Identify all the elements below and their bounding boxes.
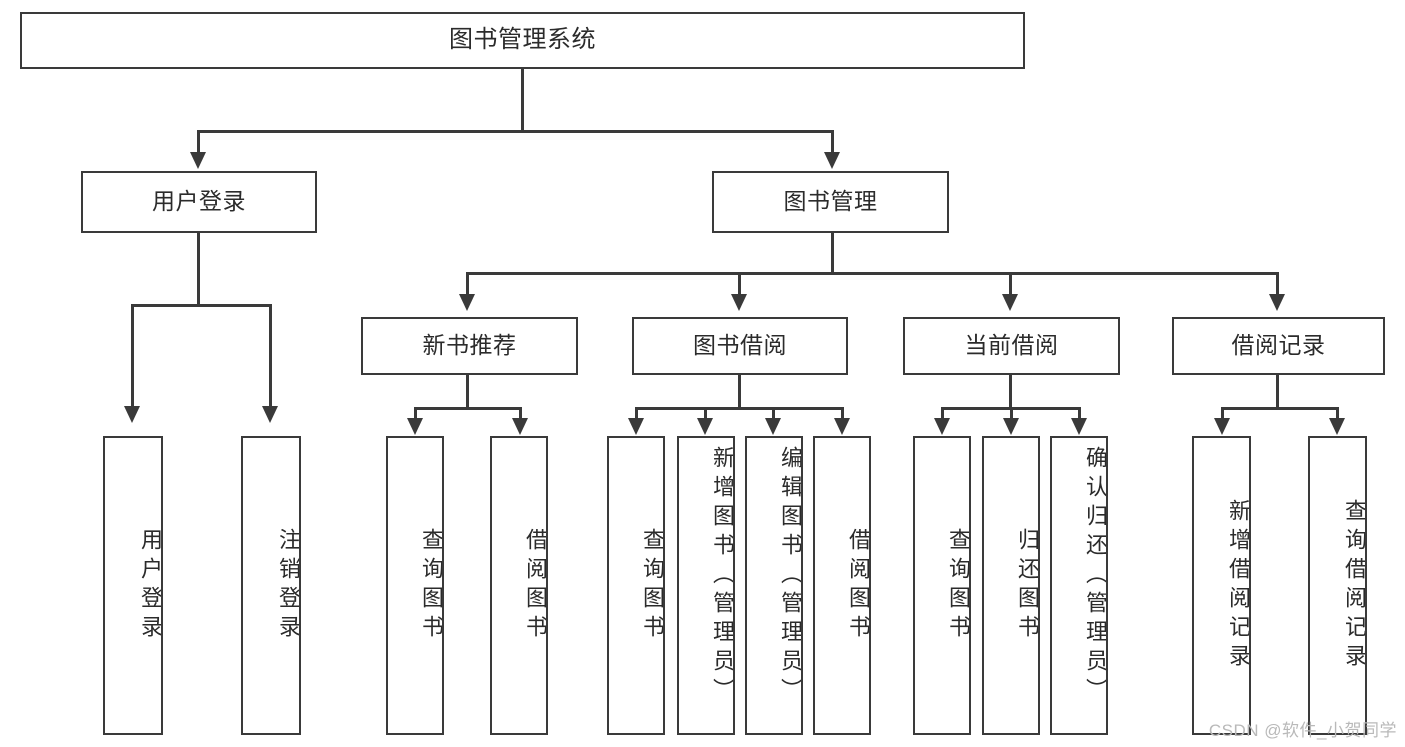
connector-bb-drop-3 [772, 407, 775, 421]
node-book-management[interactable]: 图书管理 [712, 171, 949, 233]
leaf-cb-query-book[interactable]: 查询图书 [913, 436, 971, 735]
connector-nb-drop-2 [519, 407, 522, 421]
arrowhead-new-book [459, 294, 475, 311]
leaf-nb-query-book[interactable]: 查询图书 [386, 436, 444, 735]
arrowhead-user-login [190, 152, 206, 169]
connector-user-login-drop-1 [131, 304, 134, 409]
arrowhead-nb-leaf-1 [407, 418, 423, 435]
connector-root-bus [197, 130, 834, 133]
connector-bb-drop-4 [841, 407, 844, 421]
arrowhead-cb-leaf-1 [934, 418, 950, 435]
leaf-label: 确认归还（管理员） [1083, 446, 1108, 707]
node-borrow-record[interactable]: 借阅记录 [1172, 317, 1385, 375]
leaf-label: 查询图书 [419, 527, 444, 644]
arrowhead-leaf-logout [262, 406, 278, 423]
connector-br-drop-2 [1336, 407, 1339, 421]
node-new-book-recommend[interactable]: 新书推荐 [361, 317, 578, 375]
leaf-label: 借阅图书 [523, 527, 548, 644]
leaf-br-query-record[interactable]: 查询借阅记录 [1308, 436, 1367, 735]
leaf-logout[interactable]: 注销登录 [241, 436, 301, 735]
connector-br-stem [1276, 375, 1279, 408]
leaf-label: 查询图书 [946, 527, 971, 644]
connector-cb-drop-2 [1010, 407, 1013, 421]
connector-cb-drop-1 [941, 407, 944, 421]
leaf-bb-add-book-admin[interactable]: 新增图书（管理员） [677, 436, 735, 735]
arrowhead-borrow-record [1269, 294, 1285, 311]
arrowhead-cb-leaf-3 [1071, 418, 1087, 435]
arrowhead-bb-leaf-3 [765, 418, 781, 435]
arrowhead-bb-leaf-1 [628, 418, 644, 435]
connector-bb-drop-1 [635, 407, 638, 421]
connector-bm-drop-new-book [466, 272, 469, 298]
leaf-label: 新增图书（管理员） [710, 446, 735, 707]
arrowhead-leaf-user-login [124, 406, 140, 423]
node-user-login[interactable]: 用户登录 [81, 171, 317, 233]
leaf-bb-query-book[interactable]: 查询图书 [607, 436, 665, 735]
leaf-br-add-record[interactable]: 新增借阅记录 [1192, 436, 1251, 735]
connector-bb-bus [635, 407, 843, 410]
connector-bb-stem [738, 375, 741, 408]
arrowhead-br-leaf-1 [1214, 418, 1230, 435]
node-book-borrow[interactable]: 图书借阅 [632, 317, 848, 375]
connector-nb-bus [414, 407, 522, 410]
arrowhead-current-borrow [1002, 294, 1018, 311]
leaf-label: 新增借阅记录 [1226, 498, 1251, 673]
node-current-borrow[interactable]: 当前借阅 [903, 317, 1120, 375]
leaf-label: 注销登录 [276, 527, 301, 644]
connector-root-stem [521, 69, 524, 131]
connector-nb-stem [466, 375, 469, 408]
connector-bb-drop-2 [704, 407, 707, 421]
connector-user-login-bus [131, 304, 271, 307]
connector-nb-drop-1 [414, 407, 417, 421]
leaf-cb-confirm-return-admin[interactable]: 确认归还（管理员） [1050, 436, 1108, 735]
arrowhead-book-mgmt [824, 152, 840, 169]
connector-root-to-book-mgmt [831, 130, 834, 158]
connector-bm-drop-book-borrow [738, 272, 741, 298]
arrowhead-cb-leaf-2 [1003, 418, 1019, 435]
leaf-cb-return-book[interactable]: 归还图书 [982, 436, 1040, 735]
connector-cb-drop-3 [1078, 407, 1081, 421]
leaf-label: 借阅图书 [846, 527, 871, 644]
connector-bm-drop-current-borrow [1009, 272, 1012, 298]
connector-cb-stem [1009, 375, 1012, 408]
connector-br-drop-1 [1221, 407, 1224, 421]
leaf-label: 归还图书 [1015, 527, 1040, 644]
leaf-label: 用户登录 [138, 527, 163, 644]
arrowhead-bb-leaf-2 [697, 418, 713, 435]
leaf-label: 查询图书 [640, 527, 665, 644]
leaf-bb-edit-book-admin[interactable]: 编辑图书（管理员） [745, 436, 803, 735]
connector-user-login-stem [197, 233, 200, 305]
arrowhead-book-borrow [731, 294, 747, 311]
leaf-label: 查询借阅记录 [1342, 498, 1367, 673]
connector-br-bus [1221, 407, 1339, 410]
leaf-user-login[interactable]: 用户登录 [103, 436, 163, 735]
arrowhead-nb-leaf-2 [512, 418, 528, 435]
leaf-label: 编辑图书（管理员） [778, 446, 803, 707]
connector-root-to-user-login [197, 130, 200, 158]
connector-user-login-drop-2 [269, 304, 272, 409]
connector-book-mgmt-stem [831, 233, 834, 273]
arrowhead-br-leaf-2 [1329, 418, 1345, 435]
connector-book-mgmt-bus [466, 272, 1278, 275]
connector-bm-drop-borrow-record [1276, 272, 1279, 298]
arrowhead-bb-leaf-4 [834, 418, 850, 435]
leaf-bb-borrow-book[interactable]: 借阅图书 [813, 436, 871, 735]
node-root-system[interactable]: 图书管理系统 [20, 12, 1025, 69]
leaf-nb-borrow-book[interactable]: 借阅图书 [490, 436, 548, 735]
